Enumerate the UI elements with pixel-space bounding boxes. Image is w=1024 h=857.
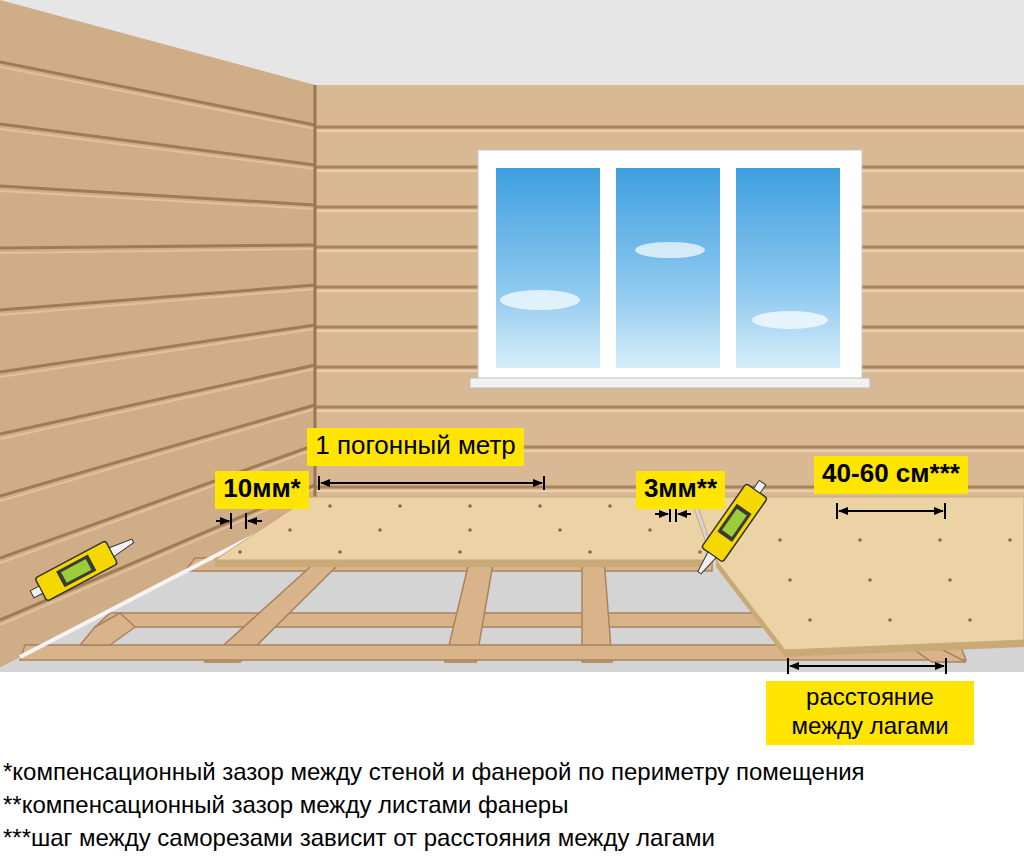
footnote: *компенсационный зазор между стеной и фа… bbox=[3, 758, 865, 787]
dimension-lines-part bbox=[839, 510, 943, 512]
window bbox=[470, 150, 870, 388]
back-wall-part bbox=[315, 85, 1024, 503]
window-part bbox=[616, 168, 720, 368]
dimension-label: 1 погонный метр bbox=[307, 428, 524, 466]
label-text: 1 погонный метр bbox=[314, 430, 517, 461]
sealant-tube-part bbox=[56, 555, 96, 588]
sealant-tube-part bbox=[722, 509, 747, 537]
label-text: 40-60 см*** bbox=[821, 458, 961, 489]
dimension-lines-part bbox=[248, 520, 262, 522]
window-part bbox=[635, 242, 705, 258]
plywood-sheets-part bbox=[215, 560, 712, 567]
screws-part bbox=[558, 528, 562, 532]
screws-part bbox=[968, 618, 972, 622]
screws-part bbox=[948, 578, 952, 582]
dimension-lines-part bbox=[321, 482, 542, 484]
window-part bbox=[496, 168, 600, 368]
dimension-lines-part bbox=[318, 476, 320, 490]
sealant-tube-part bbox=[754, 480, 766, 493]
plywood-sheets-part bbox=[695, 497, 1024, 650]
screws-part bbox=[328, 504, 332, 508]
footnote: ***шаг между саморезами зависит от расст… bbox=[3, 824, 715, 853]
dimension-lines-part bbox=[655, 513, 668, 515]
dimension-lines-part bbox=[230, 513, 232, 529]
screws-part bbox=[468, 528, 472, 532]
window-part bbox=[736, 168, 840, 368]
window-part bbox=[500, 290, 580, 310]
screws-part bbox=[378, 528, 382, 532]
screws-part bbox=[888, 618, 892, 622]
screws-part bbox=[1008, 538, 1012, 542]
footnote: **компенсационный зазор между листами фа… bbox=[3, 791, 568, 820]
screws-part bbox=[538, 504, 542, 508]
dimension-lines-part bbox=[216, 520, 229, 522]
back-wall-part bbox=[315, 127, 1024, 487]
window-part bbox=[478, 150, 862, 382]
dimension-lines-part bbox=[945, 658, 947, 674]
screws-part bbox=[608, 504, 612, 508]
dimension-lines-part bbox=[944, 503, 946, 519]
sealant-tube-part bbox=[35, 541, 118, 602]
screws-part bbox=[338, 550, 342, 554]
back-wall-part bbox=[315, 131, 1024, 491]
screws-part bbox=[808, 618, 812, 622]
sealant-tube-part bbox=[61, 559, 91, 583]
dimension-lines-part bbox=[678, 513, 691, 515]
screws-part bbox=[778, 538, 782, 542]
sealant-tube-part bbox=[109, 536, 135, 556]
sealant-tube-part bbox=[695, 552, 716, 576]
dimension-label: 3мм** bbox=[636, 471, 725, 509]
sealant-tube bbox=[26, 529, 139, 605]
dimension-label: 10мм* bbox=[215, 471, 309, 509]
window-part bbox=[752, 311, 828, 329]
screws-part bbox=[698, 550, 702, 554]
sealant-tube-part bbox=[30, 586, 43, 598]
window-part bbox=[470, 378, 870, 388]
screws-part bbox=[458, 550, 462, 554]
back-wall bbox=[315, 85, 1024, 503]
screws-part bbox=[398, 504, 402, 508]
dimension-lines-part bbox=[245, 513, 247, 529]
label-text: 3мм** bbox=[643, 473, 718, 504]
dimension-lines-part bbox=[543, 476, 545, 490]
label-text: 10мм* bbox=[222, 473, 302, 504]
dimension-lines-part bbox=[836, 503, 838, 519]
screws-part bbox=[288, 528, 292, 532]
dimension-label: расстояние между лагами bbox=[766, 681, 974, 745]
screws-part bbox=[858, 538, 862, 542]
screws-part bbox=[468, 504, 472, 508]
dimension-lines-part bbox=[790, 665, 944, 667]
screws-part bbox=[938, 538, 942, 542]
screws bbox=[238, 504, 1012, 622]
screws-part bbox=[238, 550, 242, 554]
sealant-tube-part bbox=[717, 504, 751, 542]
screws-part bbox=[648, 528, 652, 532]
plywood-sheets bbox=[215, 497, 1024, 657]
joists-part bbox=[80, 613, 135, 645]
screws-part bbox=[868, 578, 872, 582]
screws-part bbox=[788, 578, 792, 582]
dimension-label: 40-60 см*** bbox=[814, 456, 968, 494]
dimension-lines-part bbox=[787, 658, 789, 674]
screws-part bbox=[588, 550, 592, 554]
label-text: расстояние между лагами bbox=[773, 683, 967, 741]
dimension-lines bbox=[216, 476, 946, 674]
